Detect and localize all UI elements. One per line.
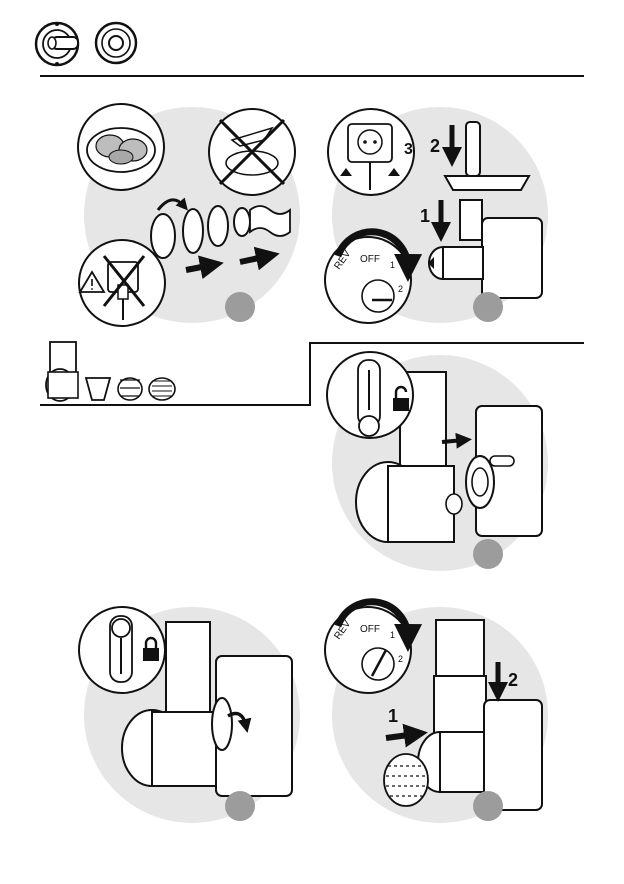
callout-1: 1 bbox=[420, 206, 430, 226]
callout-1: 1 bbox=[388, 706, 398, 726]
grater-drum-icon bbox=[384, 754, 428, 806]
dial-1: 1 bbox=[390, 260, 395, 270]
dial-off: OFF bbox=[360, 624, 380, 635]
dial-2: 2 bbox=[398, 284, 403, 294]
no-blade-icon bbox=[209, 109, 295, 195]
step-badge-3 bbox=[473, 539, 503, 569]
panel-1 bbox=[78, 104, 300, 326]
lock-detail bbox=[79, 607, 165, 693]
panel-2: 3 2 1 REV OFF 1 2 bbox=[325, 107, 548, 323]
callout-2: 2 bbox=[430, 136, 440, 156]
callout-2: 2 bbox=[508, 670, 518, 690]
step-badge-1 bbox=[225, 292, 255, 322]
slicer-tube-icon bbox=[46, 342, 78, 401]
step-badge-5 bbox=[473, 791, 503, 821]
panel-4 bbox=[79, 607, 300, 823]
callout-3: 3 bbox=[404, 141, 413, 158]
step-badge-4 bbox=[225, 791, 255, 821]
panel-3 bbox=[327, 352, 548, 571]
motor-body bbox=[466, 406, 542, 536]
unlock-detail bbox=[327, 352, 413, 438]
dial-off: OFF bbox=[360, 254, 380, 265]
meat-bowl-icon bbox=[78, 104, 164, 190]
speed-dial: REV OFF 1 2 bbox=[325, 602, 411, 693]
dial-2: 2 bbox=[398, 654, 403, 664]
step-badge-2 bbox=[473, 292, 503, 322]
cone-drum-icon bbox=[86, 378, 110, 400]
fine-drum-icon bbox=[149, 378, 175, 400]
panel-5: 1 2 REV OFF 1 2 bbox=[325, 602, 548, 823]
power-socket-icon: 3 bbox=[328, 109, 414, 195]
coarse-drum-icon bbox=[118, 378, 142, 400]
dial-1: 1 bbox=[390, 630, 395, 640]
